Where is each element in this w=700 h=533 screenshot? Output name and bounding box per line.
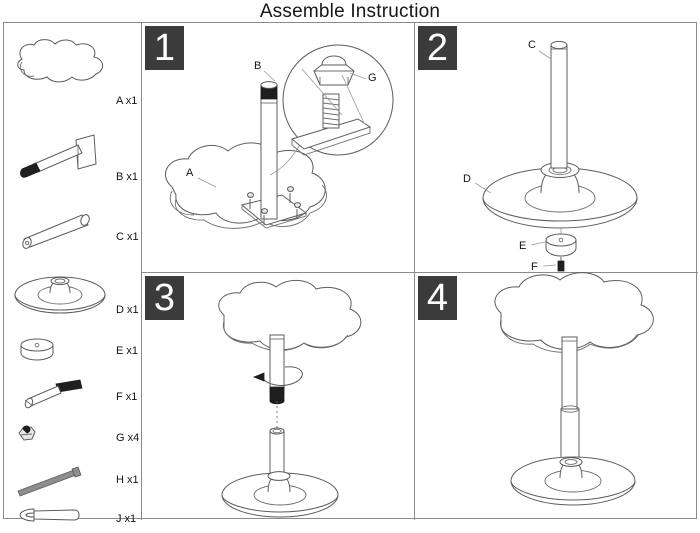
wrench-icon [12,505,102,533]
callout-A: A [186,167,194,179]
panel-horizontal-divider [141,272,698,273]
part-label-H: H x1 [116,474,139,486]
part-label-F: F x1 [116,391,138,403]
step-3-panel: 3 [142,273,414,520]
part-label-D: D x1 [116,304,139,316]
step-2-panel: 2 C D [415,23,698,273]
step-2-illustration: C D E F [415,23,698,273]
part-label-E: E x1 [116,345,139,357]
step-1-panel: 1 [142,23,414,272]
allen-key-icon [12,463,102,499]
step-4-badge: 4 [418,276,457,320]
step-3-badge: 3 [145,276,184,320]
clover-tabletop-icon [10,37,114,87]
step-2-badge: 2 [418,26,457,70]
callout-G: G [368,72,377,84]
part-label-J: J x1 [116,513,137,525]
round-base-icon [10,273,114,321]
callout-F: F [531,261,538,273]
tube-icon [12,205,112,251]
callout-C: C [528,39,536,51]
cap-nut-icon [14,423,54,451]
panel-vertical-divider [414,23,415,520]
part-label-C: C x1 [116,231,139,243]
post-with-flange-icon [12,131,112,183]
bolt-icon [14,379,104,415]
part-label-B: B x1 [116,171,139,183]
instruction-frame: A x1 B x1 C x1 [3,22,698,525]
callout-B: B [254,60,261,72]
step-3-illustration [142,273,414,520]
callout-E: E [519,240,526,252]
parts-column-divider [141,23,142,520]
spacer-ring-icon [16,335,76,365]
step-1-badge: 1 [145,26,184,70]
step-4-panel: 4 [415,272,698,520]
part-label-G: G x4 [116,432,140,444]
step-1-illustration: A B G [142,23,414,272]
page-title: Assemble Instruction [259,1,441,22]
callout-D: D [463,173,471,185]
step-4-illustration [415,272,698,520]
part-label-A: A x1 [116,95,138,107]
